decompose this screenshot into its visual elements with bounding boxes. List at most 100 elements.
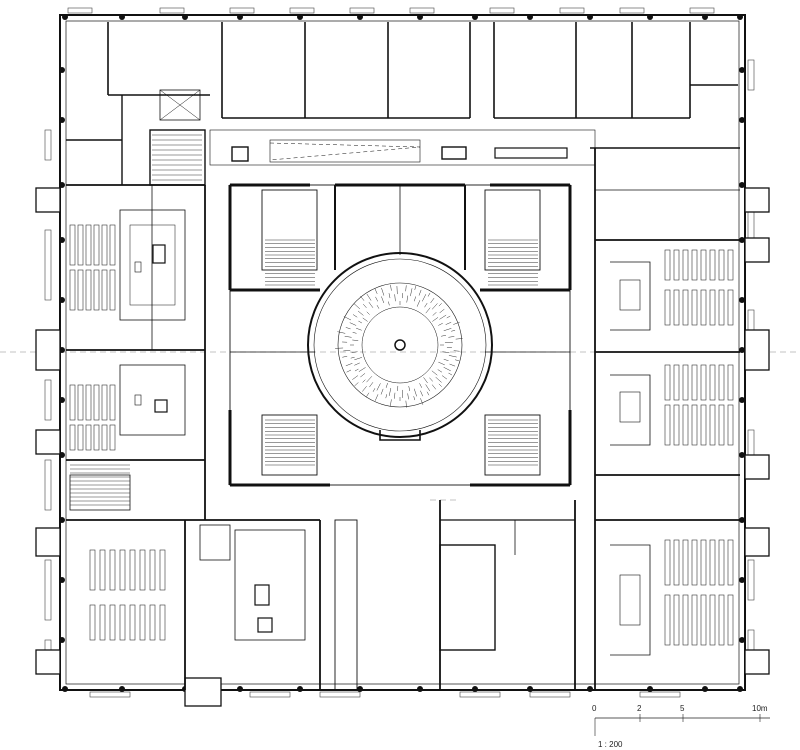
rotunda-mark	[343, 316, 352, 321]
rotunda-mark	[413, 296, 416, 302]
seat-row	[673, 404, 680, 446]
column-dot	[587, 14, 593, 20]
seat-row	[109, 224, 116, 266]
column-dot	[527, 14, 533, 20]
rotunda-mark	[441, 334, 447, 337]
rotunda-mark	[431, 384, 437, 390]
seat-row	[673, 539, 680, 586]
rotunda-mark	[362, 386, 367, 392]
rotunda-mark	[427, 292, 431, 297]
scale-tick-10m: 10m	[752, 704, 768, 713]
seat-row	[109, 424, 116, 451]
rotunda-mark	[437, 369, 443, 373]
core-stairs	[70, 239, 538, 506]
seat-row	[664, 594, 671, 646]
seat-row	[727, 289, 734, 326]
seat-row	[129, 549, 136, 591]
seat-row	[673, 594, 680, 646]
rotunda-mark	[360, 373, 366, 378]
seat-row	[700, 594, 707, 646]
column-dot	[702, 14, 708, 20]
rotunda-mark	[357, 310, 364, 316]
rotunda-mark	[416, 300, 421, 307]
column-dot	[737, 686, 743, 692]
rotunda-mark	[354, 368, 359, 372]
rotunda-mark	[388, 293, 391, 299]
seat-row	[149, 549, 156, 591]
bottom-windows	[89, 691, 681, 698]
rotunda-mark	[413, 396, 415, 401]
seat-row	[139, 604, 146, 641]
rotunda-mark	[362, 317, 368, 322]
column-dot	[59, 517, 65, 523]
seat-row	[664, 539, 671, 586]
rotunda-mark	[362, 379, 366, 383]
rotunda-mark	[405, 400, 407, 408]
rotunda-mark	[349, 322, 357, 326]
rotunda-mark	[343, 349, 351, 352]
scale-bar: 0 2 5 10m 1 : 200	[592, 704, 770, 749]
column-dot	[739, 637, 745, 643]
seat-row	[77, 384, 84, 421]
rotunda-mark	[390, 284, 392, 291]
rotunda-mark	[337, 331, 346, 334]
seat-row	[718, 364, 725, 401]
rotunda-mark	[342, 355, 348, 358]
rotunda-mark	[455, 338, 463, 340]
column-dot	[182, 14, 188, 20]
column-dot	[357, 14, 363, 20]
rotunda-mark	[354, 382, 359, 387]
rotunda-mark	[385, 382, 388, 388]
rotunda-mark	[358, 367, 366, 372]
column-dot	[587, 686, 593, 692]
seat-row	[691, 539, 698, 586]
rotunda-mark	[423, 377, 428, 384]
rotunda-mark	[439, 314, 447, 320]
seat-row	[727, 594, 734, 646]
seat-row	[700, 249, 707, 281]
column-dot	[119, 14, 125, 20]
seating-rows	[69, 224, 116, 451]
column-dot	[59, 237, 65, 243]
rotunda-mark	[443, 358, 449, 361]
column-dot	[739, 517, 745, 523]
seat-row	[691, 364, 698, 401]
rotunda-mark	[388, 301, 390, 306]
rotunda-mark	[426, 391, 430, 396]
rotunda-mark	[430, 297, 435, 304]
rotunda-mark	[422, 294, 427, 302]
seat-row	[691, 289, 698, 326]
stair-top-left	[152, 134, 202, 181]
rotunda-mark	[438, 322, 443, 326]
rotunda-mark	[432, 312, 437, 316]
column-dot	[739, 182, 745, 188]
rotunda-mark	[442, 351, 450, 354]
top-rooms	[107, 22, 740, 149]
rotunda-mark	[369, 382, 374, 388]
rotunda-mark	[345, 363, 353, 367]
column-dot	[62, 686, 68, 692]
column-dot	[739, 397, 745, 403]
seat-row	[664, 289, 671, 326]
seat-row	[101, 269, 108, 311]
column-dot	[237, 14, 243, 20]
rotunda-mark	[448, 372, 453, 376]
seat-row	[109, 604, 116, 641]
seat-row	[85, 384, 92, 421]
rotunda-mark	[425, 307, 431, 314]
column-dot	[59, 182, 65, 188]
seat-row	[700, 289, 707, 326]
rotunda-mark	[354, 357, 363, 361]
rotunda-mark	[366, 392, 370, 398]
column-dot	[417, 686, 423, 692]
seat-row	[99, 604, 106, 641]
column-dot	[237, 686, 243, 692]
rotunda-mark	[438, 303, 442, 307]
seat-row	[700, 539, 707, 586]
bottom-left-room	[184, 519, 358, 691]
rotunda-mark	[350, 356, 355, 359]
seat-row	[69, 269, 76, 311]
rotunda-mark	[419, 383, 423, 388]
seat-row	[673, 289, 680, 326]
column-dot	[59, 67, 65, 73]
